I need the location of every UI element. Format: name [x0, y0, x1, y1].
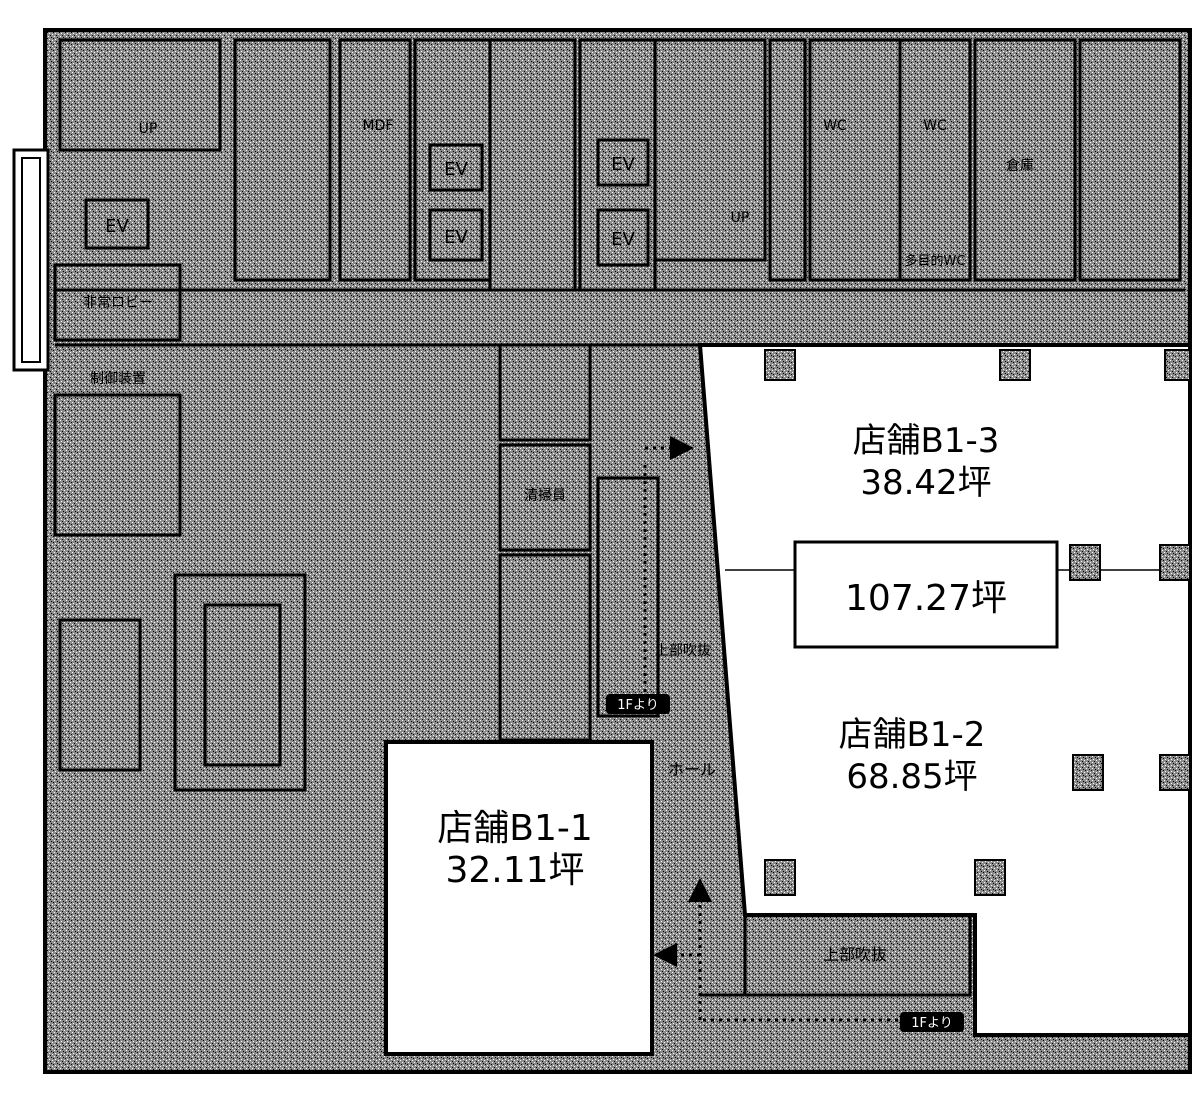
wc-label: WC — [923, 118, 947, 134]
stores-b1-2-b1-3[interactable]: 店舗B1-3 38.42坪 店舗B1-2 68.85坪 — [697, 343, 1192, 1037]
hall-label: ホール — [668, 760, 716, 779]
elevator-boxes — [84, 138, 650, 267]
structural-columns — [764, 349, 1191, 896]
accessible-wc-label: 多目的WC — [905, 253, 966, 269]
entrance-tags: 1Fより 1Fより — [606, 694, 964, 1032]
ev-label: EV — [444, 159, 468, 180]
store-b1-2-name: 店舗B1-2 — [839, 715, 986, 755]
store-b1-3-area: 38.42坪 — [860, 463, 991, 503]
entrance-routes — [643, 436, 930, 1022]
entrance-tag: 1Fより — [617, 698, 659, 713]
cleaning-room-label: 清掃員 — [524, 487, 566, 504]
ev-label: EV — [611, 229, 635, 250]
warehouse-label: 倉庫 — [1006, 157, 1034, 174]
room-labels: 非常ロビー 制御装置 清掃員 倉庫 WC WC 多目的WC MDF 上部吹抜 ホ… — [83, 118, 1034, 964]
upper-void-label: 上部吹抜 — [823, 945, 887, 964]
ev-label: EV — [611, 154, 635, 175]
control-device-label: 制御装置 — [90, 371, 146, 387]
ev-label: EV — [105, 216, 129, 237]
service-core-rooms — [55, 38, 1185, 347]
stair-up-mark: UP — [139, 121, 158, 137]
left-wing-rooms — [53, 263, 307, 792]
upper-void-label: 上部吹抜 — [655, 643, 711, 659]
combined-area-value: 107.27坪 — [845, 578, 1007, 619]
ev-label: EV — [444, 227, 468, 248]
store-b1-3-name: 店舗B1-3 — [853, 421, 1000, 461]
stair-marks: UP UP — [139, 121, 750, 226]
elevator-labels: EV EV EV EV EV — [105, 154, 635, 250]
stair-up-mark: UP — [731, 210, 750, 226]
mdf-label: MDF — [363, 118, 394, 134]
wc-label: WC — [823, 118, 847, 134]
store-b1-1[interactable]: 店舗B1-1 32.11坪 — [384, 740, 654, 1056]
store-b1-1-area: 32.11坪 — [445, 850, 584, 891]
emergency-lobby-label: 非常ロビー — [83, 295, 153, 311]
store-b1-2-area: 68.85坪 — [846, 757, 977, 797]
entrance-tag: 1Fより — [911, 1016, 953, 1031]
store-b1-1-name: 店舗B1-1 — [437, 808, 593, 849]
combined-area-box: 107.27坪 — [793, 540, 1059, 649]
